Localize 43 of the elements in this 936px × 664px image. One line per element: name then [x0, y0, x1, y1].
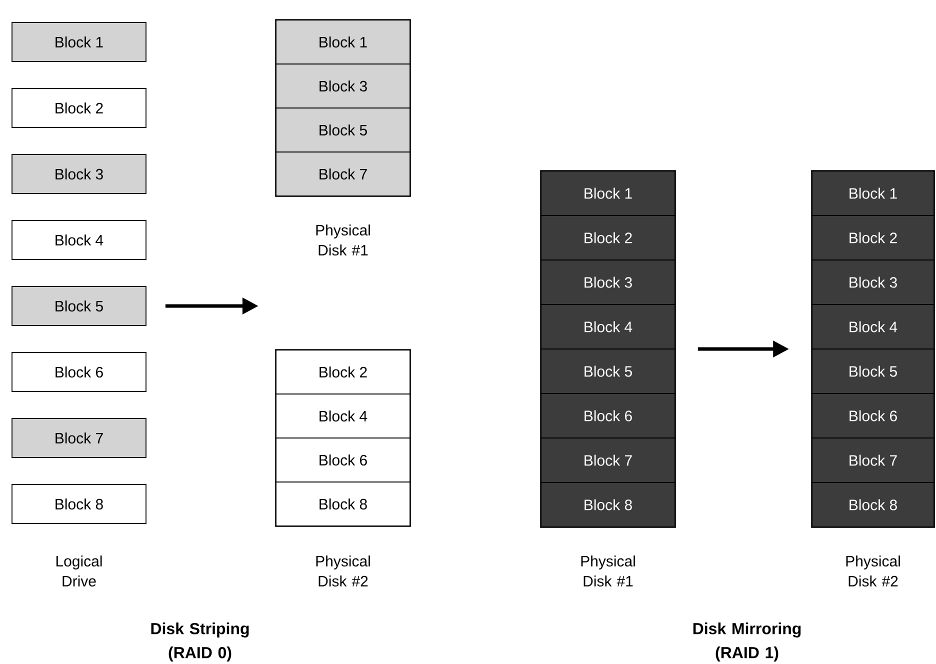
scheme-caption: Disk Mirroring (RAID 1): [693, 622, 801, 662]
disk-caption: Physical Disk #1: [581, 556, 635, 586]
block-cell: Block 6: [276, 438, 410, 482]
disk-stack: [811, 170, 935, 528]
block-cell: Block 1: [540, 170, 676, 216]
block-cell: Block 1: [812, 170, 934, 216]
block-box: Block 2: [12, 88, 146, 128]
block-cell: Block 7: [540, 438, 676, 483]
block-box: Block 5: [12, 286, 146, 326]
disk-stack: [540, 170, 676, 528]
block-cell: Block 3: [812, 260, 934, 305]
disk-stack: [275, 349, 411, 527]
block-box: Block 3: [12, 154, 146, 194]
scheme-caption: Disk Striping (RAID 0): [151, 622, 249, 662]
block-box: Block 4: [12, 220, 146, 260]
block-cell: Block 2: [812, 215, 934, 260]
disk-caption: Physical Disk #1: [316, 224, 370, 256]
block-cell: Block 7: [812, 438, 934, 483]
block-cell: Block 4: [540, 304, 676, 350]
block-cell: Block 5: [540, 348, 676, 394]
block-cell: Block 1: [276, 20, 410, 64]
block-cell: Block 6: [812, 393, 934, 438]
block-cell: Block 3: [276, 64, 410, 108]
block-cell: Block 4: [276, 394, 410, 438]
block-cell: Block 4: [812, 304, 934, 350]
block-box: Block 1: [12, 22, 146, 62]
disk-caption: Logical Drive: [56, 556, 102, 586]
block-cell: Block 2: [276, 350, 410, 394]
block-cell: Block 2: [540, 215, 676, 260]
block-cell: Block 3: [540, 260, 676, 305]
disk-caption: Physical Disk #2: [846, 556, 900, 586]
block-box: Block 6: [12, 352, 146, 392]
block-cell: Block 5: [812, 348, 934, 394]
block-box: Block 8: [12, 484, 146, 524]
block-cell: Block 7: [276, 152, 410, 196]
block-cell: Block 8: [276, 482, 410, 526]
block-cell: Block 8: [540, 482, 676, 528]
block-cell: Block 5: [276, 108, 410, 152]
block-cell: Block 8: [812, 482, 934, 528]
block-cell: Block 6: [540, 393, 676, 438]
disk-caption: Physical Disk #2: [316, 556, 370, 586]
disk-stack: [275, 19, 411, 197]
block-box: Block 7: [12, 418, 146, 458]
